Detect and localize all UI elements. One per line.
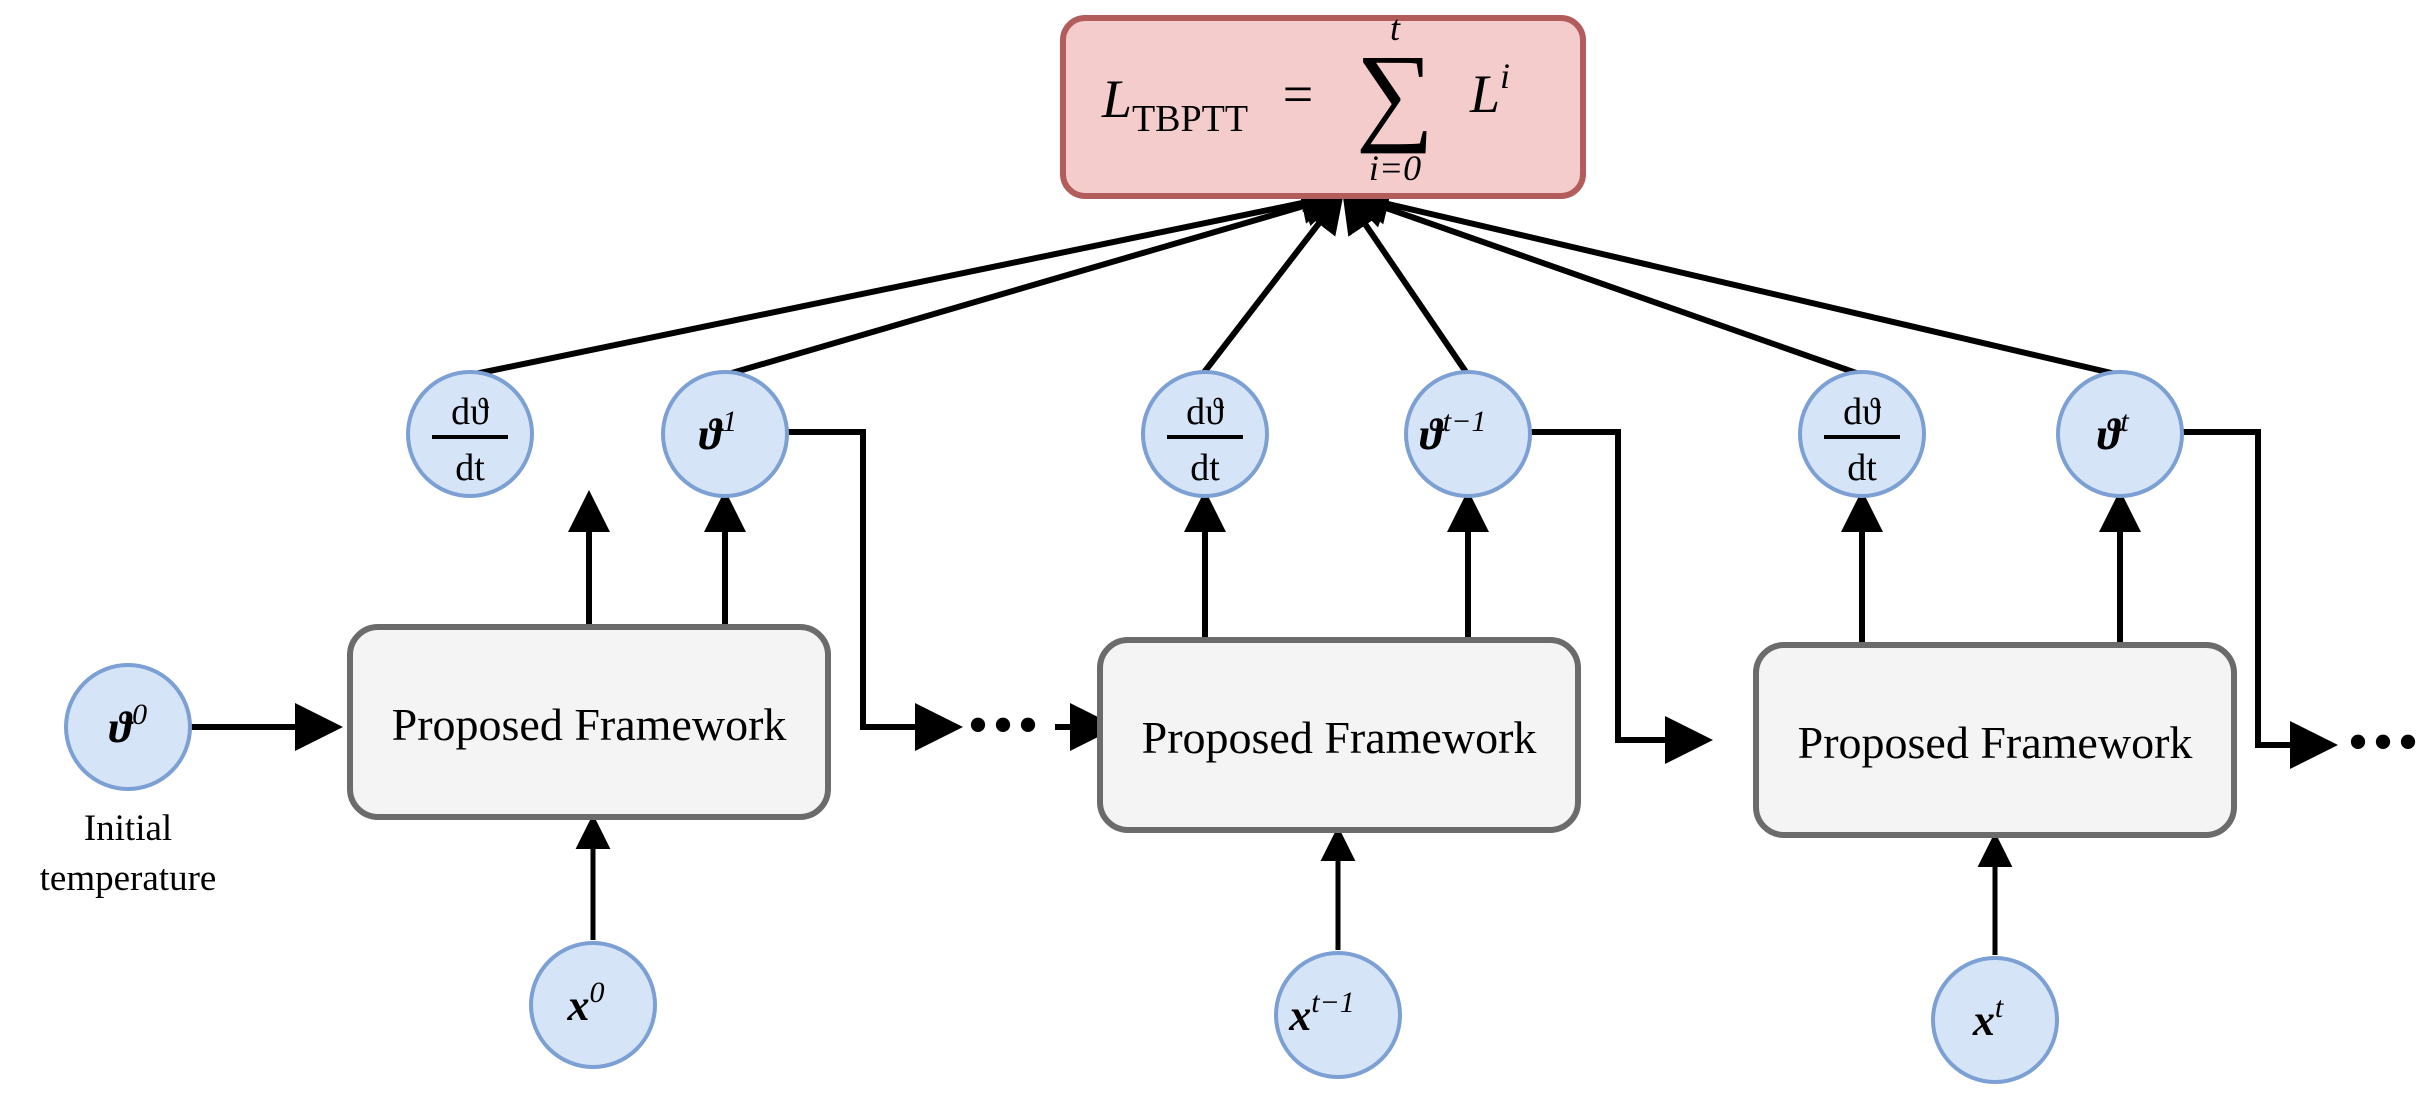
loss-sum-lower: i=0 (1369, 148, 1421, 188)
framework-box-1-rect[interactable] (1097, 637, 1581, 833)
framework-box-2-label: Proposed Framework (1798, 717, 2193, 768)
node-x-t-1[interactable]: xt−1 (1274, 951, 1402, 1079)
ellipsis-middle: ••• (967, 692, 1042, 758)
node-theta-t[interactable]: ϑt (2056, 370, 2184, 498)
edge-thetat-feedback (2178, 429, 2338, 769)
edge-dtheta0-to-loss (469, 182, 1343, 378)
node-x-0-circle[interactable] (529, 941, 657, 1069)
node-theta-t-1-label: ϑt−1 (1420, 405, 1487, 459)
node-dtheta-dt-1-denominator: dt (1190, 447, 1220, 489)
framework-box-1-label: Proposed Framework (1142, 712, 1537, 763)
loss-lhs: LTBPTT (1101, 69, 1248, 140)
node-theta-t-1[interactable]: ϑt−1 (1404, 370, 1532, 498)
node-theta-1-circle[interactable] (661, 370, 789, 498)
node-dtheta-dt-2-circle[interactable] (1798, 370, 1926, 498)
loss-box-rect[interactable] (1060, 15, 1586, 199)
node-x-0-label: x0 (567, 976, 605, 1030)
loss-aggregation-edges (469, 182, 2121, 378)
loss-term: Li (1469, 56, 1510, 124)
node-theta-1[interactable]: ϑ1 (661, 370, 789, 498)
node-dtheta-dt-1[interactable]: dϑ dt (1141, 370, 1269, 498)
node-dtheta-dt-1-circle[interactable] (1141, 370, 1269, 498)
node-theta-t-label: ϑt (2097, 405, 2129, 459)
edge-dtheta2-to-loss (1345, 187, 1863, 378)
node-x-t-1-circle[interactable] (1274, 951, 1402, 1079)
framework-box-2[interactable]: Proposed Framework (1753, 642, 2237, 838)
edge-theta1-feedback (783, 429, 963, 751)
node-theta-0-circle[interactable] (64, 663, 192, 791)
box-to-node-edges (568, 490, 2141, 645)
framework-box-2-rect[interactable] (1753, 642, 2237, 838)
node-dtheta-dt-2[interactable]: dϑ dt (1798, 370, 1926, 498)
node-dtheta-dt-0-circle[interactable] (406, 370, 534, 498)
node-dtheta-dt-0[interactable]: dϑ dt (406, 370, 534, 498)
edge-thetat1-feedback (1526, 429, 1713, 764)
node-theta-0[interactable]: ϑ0 Initial temperature (40, 663, 217, 899)
framework-box-0[interactable]: Proposed Framework (347, 624, 831, 820)
node-theta-t-1-circle[interactable] (1404, 370, 1532, 498)
input-to-box-edges (575, 814, 2013, 955)
edge-thetat-to-loss (1347, 183, 2121, 378)
ellipsis-right: ••• (2347, 709, 2422, 775)
node-x-0[interactable]: x0 (529, 941, 657, 1069)
node-dtheta-dt-2-numerator: dϑ (1843, 391, 1881, 433)
node-dtheta-dt-2-denominator: dt (1847, 447, 1877, 489)
node-dtheta-dt-0-numerator: dϑ (451, 391, 489, 433)
loss-sum-symbol: ∑ (1356, 32, 1434, 154)
node-theta-1-label: ϑ1 (699, 405, 737, 459)
node-x-t[interactable]: xt (1931, 956, 2059, 1084)
node-theta-0-caption-line2: temperature (40, 858, 217, 899)
framework-box-1[interactable]: Proposed Framework (1097, 637, 1581, 833)
node-x-t-1-label: xt−1 (1288, 986, 1355, 1040)
edge-theta1-to-loss (724, 185, 1345, 378)
node-theta-t-circle[interactable] (2056, 370, 2184, 498)
framework-box-0-rect[interactable] (347, 624, 831, 820)
node-dtheta-dt-1-numerator: dϑ (1186, 391, 1224, 433)
loss-sum-upper: t (1390, 8, 1401, 48)
edge-thetat1-to-loss (1342, 190, 1471, 377)
edge-dtheta1-to-loss (1199, 190, 1345, 377)
loss-equals: = (1283, 64, 1313, 124)
node-theta-0-caption-line1: Initial (84, 808, 172, 849)
node-dtheta-dt-0-denominator: dt (455, 447, 485, 489)
node-theta-0-label: ϑ0 (109, 698, 147, 752)
chain-edges (190, 429, 2338, 769)
node-x-t-label: xt (1972, 991, 2004, 1045)
loss-box[interactable]: LTBPTT = ∑ t i=0 Li (1060, 8, 1586, 199)
node-x-t-circle[interactable] (1931, 956, 2059, 1084)
framework-box-0-label: Proposed Framework (392, 699, 787, 750)
